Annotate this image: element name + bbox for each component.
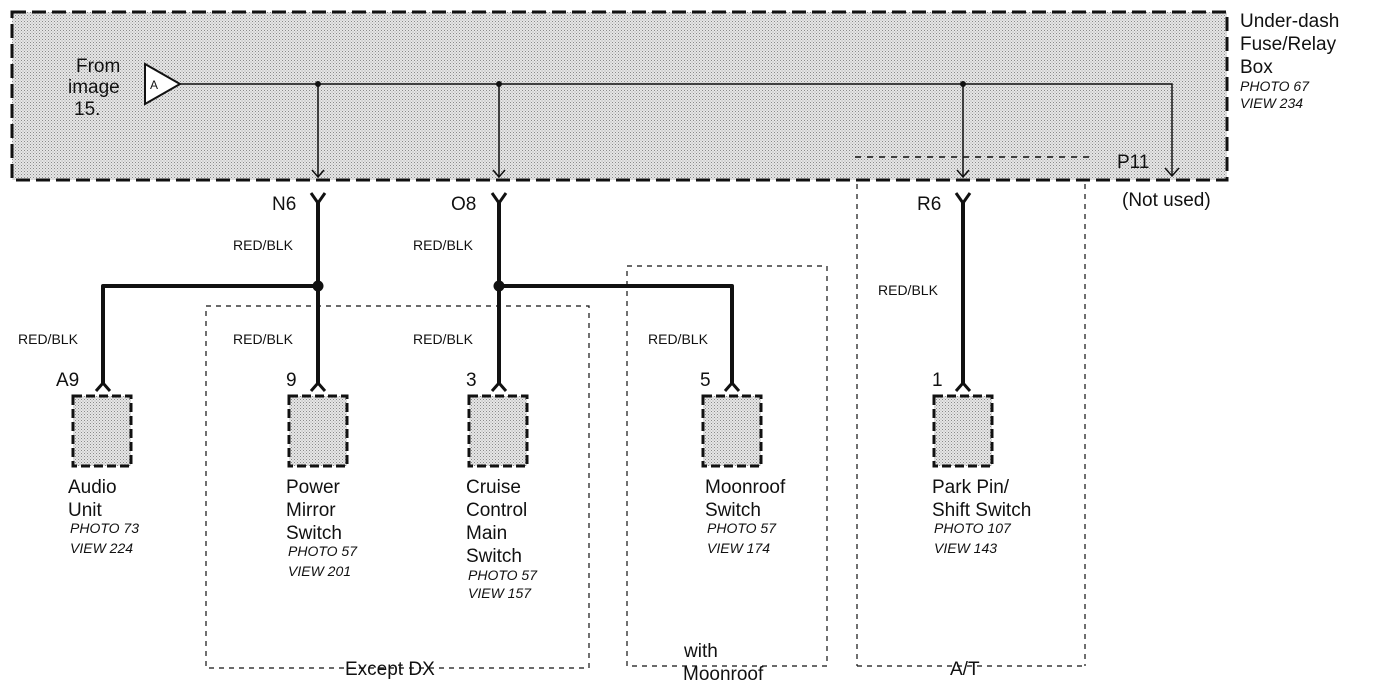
moonroof-switch-view: VIEW 174 — [707, 540, 770, 556]
fuse-box-photo: PHOTO 67 — [1240, 78, 1310, 94]
cruise-control-switch-name: Cruise Control Main Switch — [466, 477, 533, 567]
wire-color-mirror: RED/BLK — [233, 331, 294, 347]
bus-junction-o8 — [496, 81, 502, 87]
wires — [101, 201, 965, 385]
input-connector-triangle — [144, 62, 183, 106]
terminal-o8-label: O8 — [451, 194, 476, 215]
except-dx-label: Except DX — [345, 659, 435, 680]
fuse-box-view: VIEW 234 — [1240, 95, 1303, 111]
wire-audio — [101, 284, 318, 385]
audio-unit-photo: PHOTO 73 — [70, 520, 139, 536]
audio-unit-view: VIEW 224 — [70, 540, 133, 556]
except-dx-group — [205, 305, 590, 669]
cruise-control-switch-box — [467, 394, 529, 468]
moonroof-switch-name: Moonroof Switch — [705, 477, 791, 521]
fuse-box-title: Under-dash Fuse/Relay Box — [1240, 11, 1345, 78]
wire-color-audio: RED/BLK — [18, 331, 79, 347]
splice-n6 — [312, 280, 324, 292]
terminal-n6-label: N6 — [272, 194, 296, 215]
pin-mirror: 9 — [286, 370, 297, 391]
p11-arrow — [1164, 167, 1180, 178]
pin-cruise: 3 — [466, 370, 477, 391]
bus-arrow-r6 — [956, 169, 970, 179]
cruise-control-switch-photo: PHOTO 57 — [468, 567, 538, 583]
fuse-box-outline — [10, 10, 1229, 182]
wire-moonroof — [499, 284, 734, 385]
power-mirror-switch-photo: PHOTO 57 — [288, 543, 358, 559]
at-label: A/T — [950, 659, 980, 680]
with-moonroof-label: with Moonroof — [683, 641, 764, 685]
hook-moonroof — [723, 380, 741, 392]
park-pin-switch-name: Park Pin/ Shift Switch — [932, 477, 1031, 521]
fuse-relay-box: Under-dash Fuse/Relay Box PHOTO 67 VIEW … — [10, 10, 1345, 182]
hook-parkpin — [954, 380, 972, 392]
with-moonroof-group — [626, 265, 828, 667]
terminal-r6-label: R6 — [917, 194, 941, 215]
bus-junction-r6 — [960, 81, 966, 87]
moonroof-switch-photo: PHOTO 57 — [707, 520, 777, 536]
splice-o8 — [493, 280, 505, 292]
park-pin-switch-view: VIEW 143 — [934, 540, 997, 556]
hook-mirror — [309, 380, 327, 392]
bus-arrow-n6 — [311, 169, 325, 179]
pin-audio: A9 — [56, 370, 79, 391]
not-used-note: (Not used) — [1122, 190, 1211, 211]
internal-bus — [180, 83, 1173, 176]
power-mirror-switch-view: VIEW 201 — [288, 563, 351, 579]
pin-parkpin: 1 — [932, 370, 943, 391]
wire-color-o8: RED/BLK — [413, 237, 474, 253]
connector-hooks — [94, 380, 972, 392]
hook-audio — [94, 380, 112, 392]
moonroof-switch-box — [701, 394, 763, 468]
audio-unit-box — [71, 394, 133, 468]
input-source-label: From image 15. — [68, 56, 126, 120]
power-mirror-switch-box — [287, 394, 349, 468]
wire-color-n6: RED/BLK — [233, 237, 294, 253]
p11-terminal-label: P11 — [1117, 152, 1149, 173]
wire-color-moonroof: RED/BLK — [648, 331, 709, 347]
wire-color-cruise: RED/BLK — [413, 331, 474, 347]
input-connector-letter: A — [150, 78, 158, 92]
park-pin-switch-photo: PHOTO 107 — [934, 520, 1012, 536]
park-pin-switch-box — [932, 394, 994, 468]
power-mirror-switch-name: Power Mirror Switch — [286, 477, 345, 544]
bus-junction-n6 — [315, 81, 321, 87]
audio-unit-name: Audio Unit — [68, 477, 122, 521]
pin-moonroof: 5 — [700, 370, 711, 391]
bus-arrow-o8 — [492, 169, 506, 179]
hook-cruise — [490, 380, 508, 392]
component-boxes — [71, 394, 994, 468]
cruise-control-switch-view: VIEW 157 — [468, 585, 532, 601]
wire-color-r6: RED/BLK — [878, 282, 939, 298]
